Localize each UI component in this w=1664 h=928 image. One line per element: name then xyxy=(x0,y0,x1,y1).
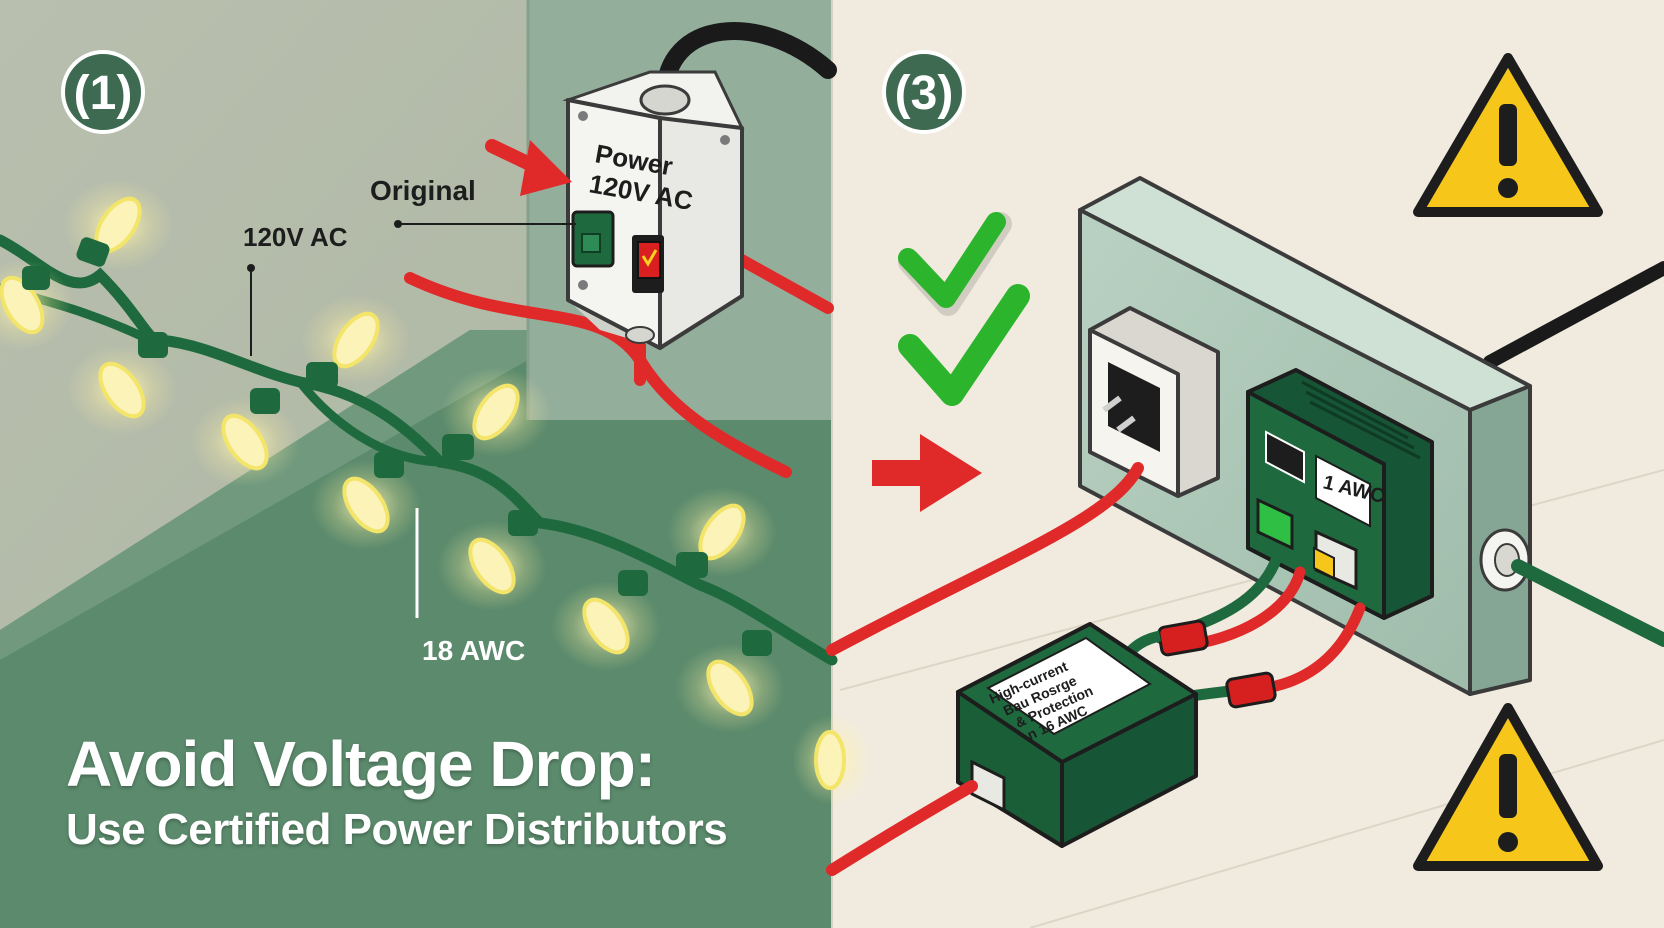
plug-icon xyxy=(1102,362,1160,452)
step-number-1: (1) xyxy=(74,67,133,120)
red-wire-from-outlet xyxy=(826,462,1144,656)
callout-original-text: Original xyxy=(370,175,476,206)
headline-main: Avoid Voltage Drop: xyxy=(66,728,656,800)
light-bulb-icon xyxy=(63,180,173,270)
red-arrow-left xyxy=(485,139,572,196)
step-badge-1: (1) xyxy=(61,50,145,134)
light-bulb-icon xyxy=(437,510,547,611)
light-bulb-icon xyxy=(311,452,421,550)
light-bulb-icon xyxy=(67,332,177,435)
light-bulb-icon xyxy=(190,388,300,487)
step-number-3: (3) xyxy=(895,67,954,120)
string-lights xyxy=(0,180,872,805)
red-wire-from-protector xyxy=(826,780,978,876)
surge-protector: High-current Bau Rosrge & Protection n 1… xyxy=(956,622,1198,848)
light-bulb-icon xyxy=(0,260,72,350)
headline: Avoid Voltage Drop: Use Certified Power … xyxy=(66,728,728,856)
callout-gauge-text: 18 AWC xyxy=(422,635,525,666)
light-bulb-icon xyxy=(551,570,661,671)
outlet xyxy=(1088,306,1220,498)
callout-original: Original xyxy=(370,175,576,228)
checkmark-icon xyxy=(898,212,1012,316)
light-bulb-icon xyxy=(301,295,411,388)
control-module: 1 AWC xyxy=(1246,368,1434,620)
power-box: Power 120V AC xyxy=(562,70,745,350)
warning-icon xyxy=(1413,703,1603,871)
callout-voltage: 120V AC xyxy=(243,222,348,356)
callout-gauge: 18 AWC xyxy=(415,508,525,666)
green-cable-right xyxy=(1511,559,1664,647)
headline-sub: Use Certified Power Distributors xyxy=(66,805,728,854)
warning-icon xyxy=(1413,53,1603,217)
light-bulb-icon xyxy=(792,715,872,805)
checkmark-icon xyxy=(898,284,1030,406)
light-bulb-icon xyxy=(441,367,551,460)
black-cable-right xyxy=(1483,261,1664,369)
step-badge-3: (3) xyxy=(882,50,966,134)
light-bulb-icon xyxy=(675,630,785,733)
power-cable-black xyxy=(656,22,837,104)
callout-voltage-text: 120V AC xyxy=(243,222,348,252)
arrow-right-icon xyxy=(872,434,982,512)
light-bulb-icon xyxy=(667,487,777,578)
